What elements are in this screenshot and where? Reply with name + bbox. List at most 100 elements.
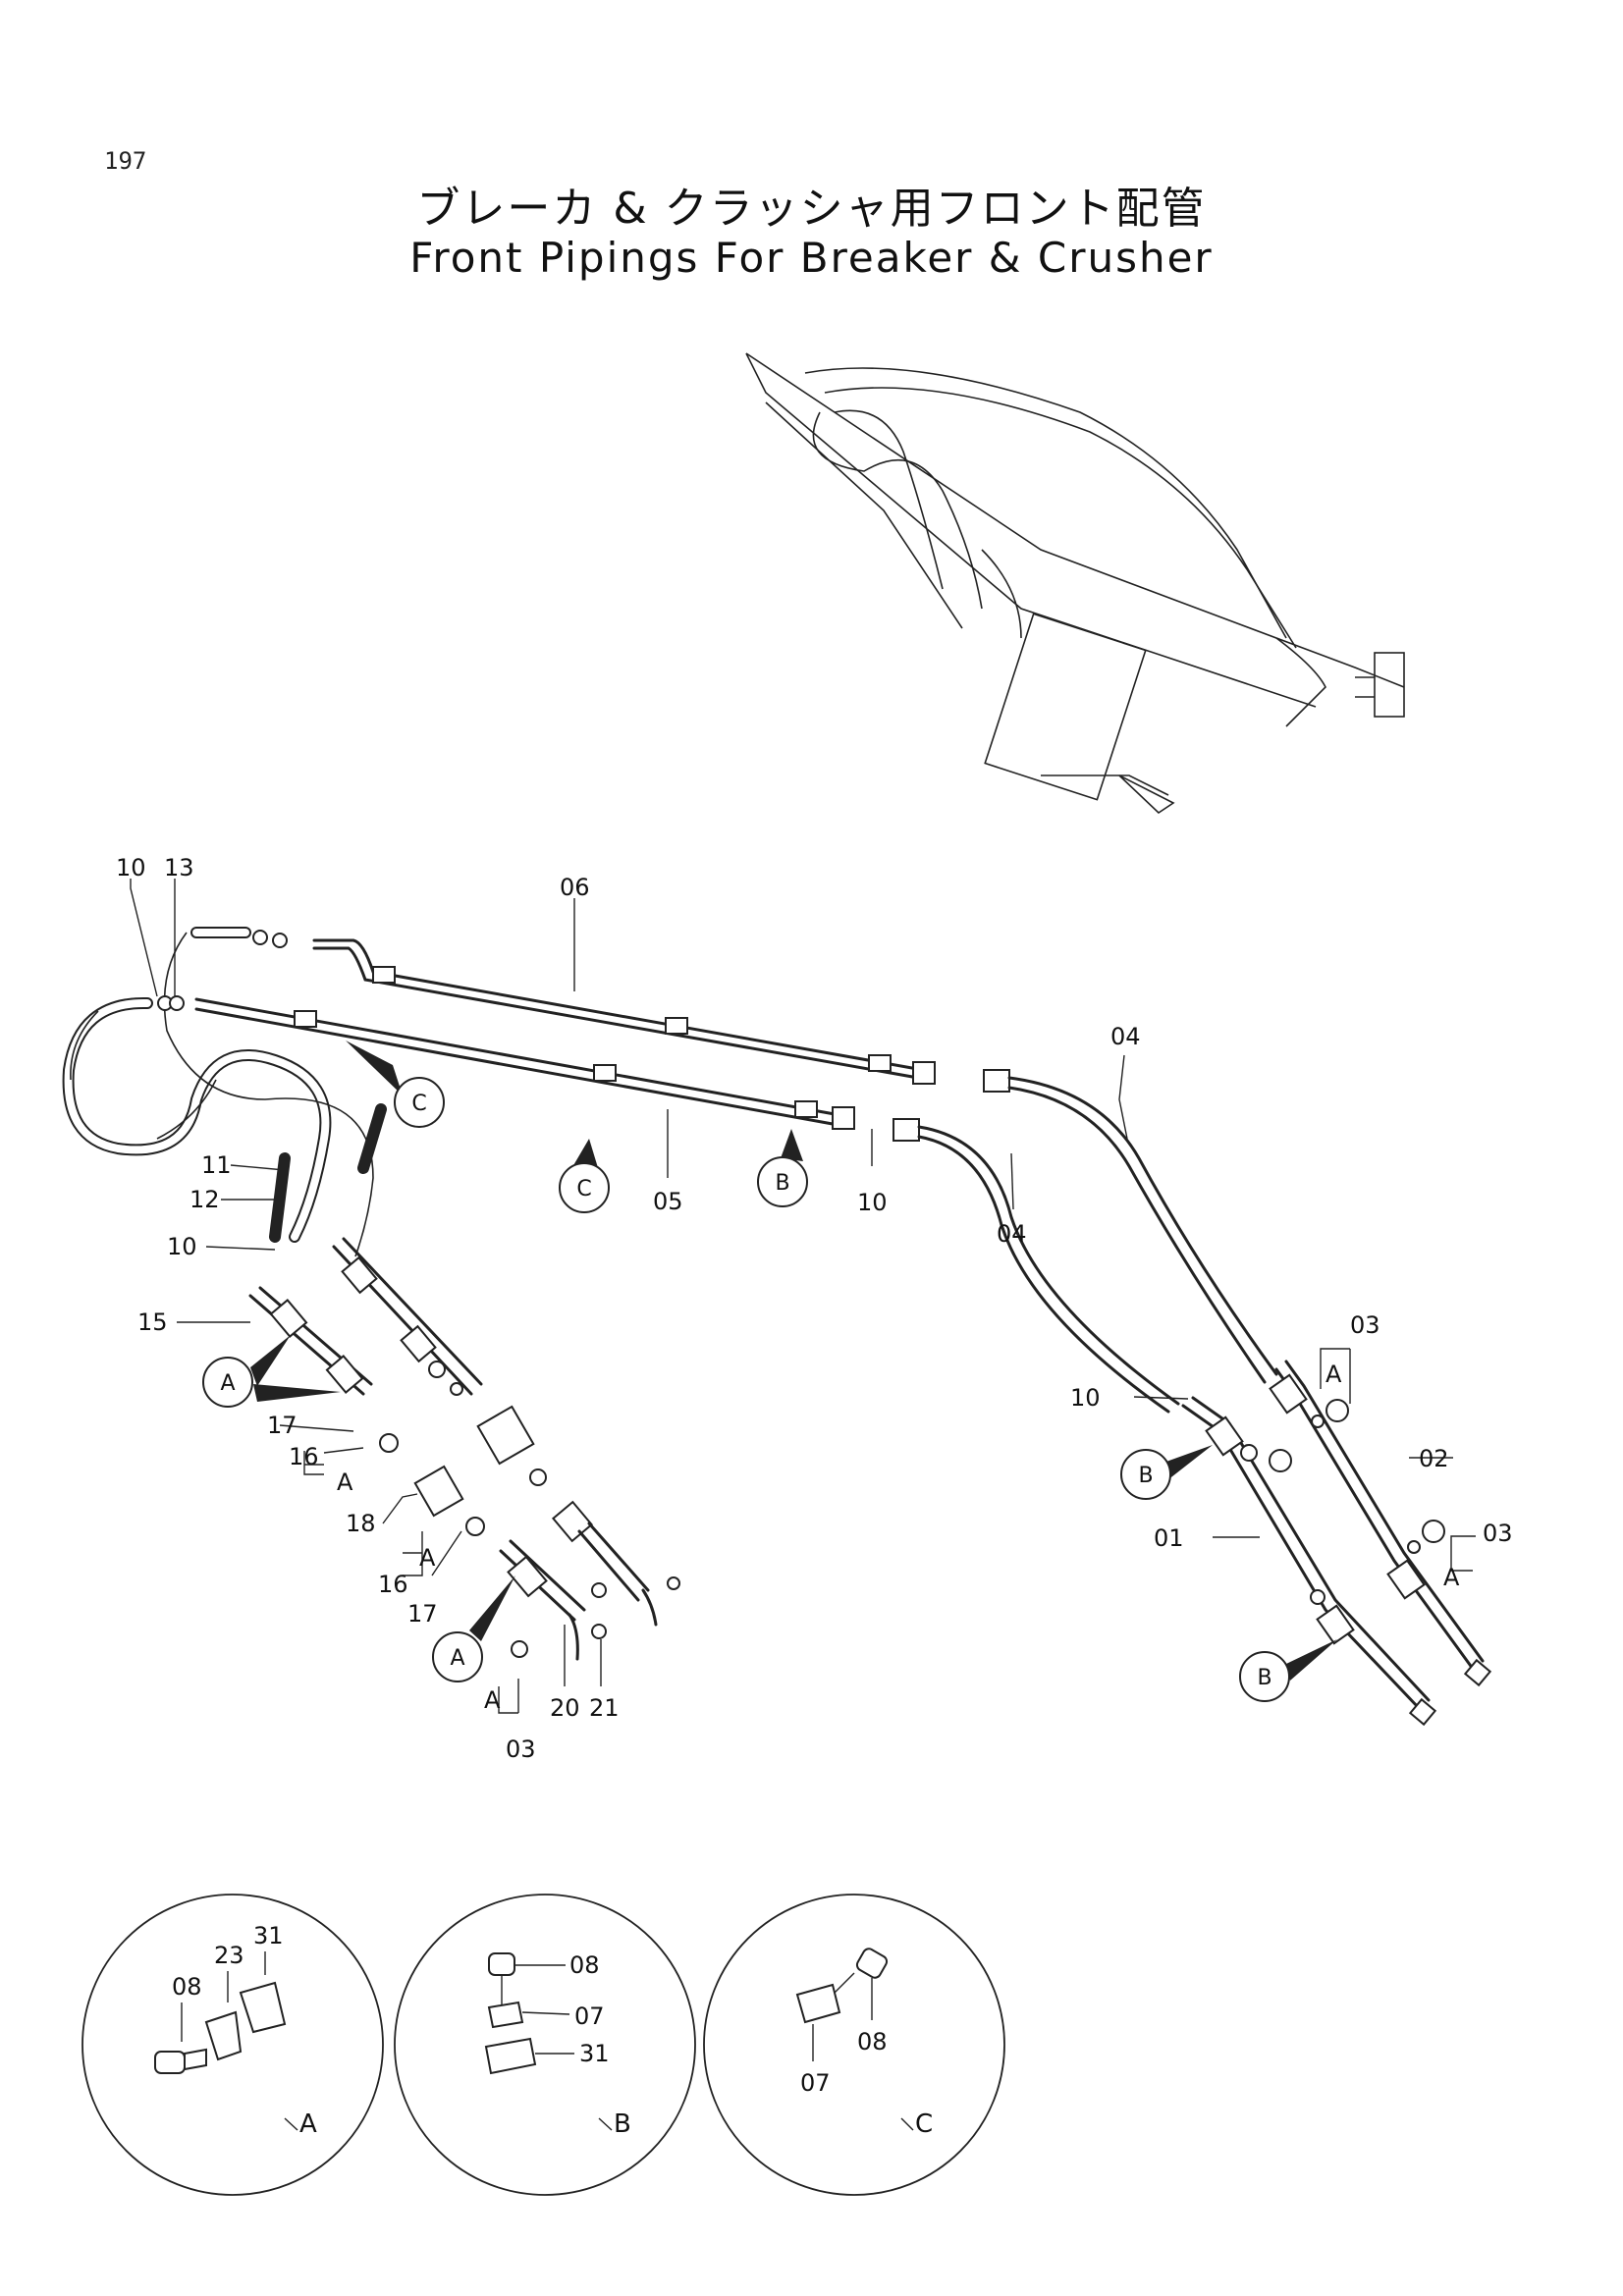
callout-16-upper: 16	[289, 1443, 319, 1470]
detail-b-bolt-08	[488, 1952, 515, 1976]
page-number: 197	[104, 147, 147, 175]
detail-b-clamp-31	[484, 2037, 537, 2075]
pipe-05-clamp-2	[593, 1064, 617, 1082]
callout-a-right: A	[1443, 1564, 1460, 1591]
callout-05: 05	[653, 1188, 683, 1215]
pointer-a1	[250, 1335, 291, 1386]
pipe-05-clamp-3	[794, 1100, 818, 1118]
detail-a-label-31: 31	[253, 1922, 284, 1949]
pointer-b3	[1286, 1639, 1337, 1681]
callout-06: 06	[560, 874, 590, 901]
callout-03-upper-right: 03	[1350, 1311, 1380, 1339]
pipe-06-clamp-2	[665, 1017, 688, 1035]
svg-text:B: B	[1138, 1464, 1153, 1488]
svg-text:B: B	[775, 1171, 789, 1196]
callout-15: 15	[137, 1308, 168, 1336]
pipe-01	[1181, 1396, 1437, 1727]
pointer-c1	[346, 1041, 403, 1095]
part-21-plug	[591, 1624, 607, 1639]
bubble-pointers	[250, 1041, 1337, 1681]
callout-bubble-b1: B	[757, 1156, 808, 1207]
detail-a-clamp-23	[204, 2010, 243, 2061]
detail-b-label-31: 31	[579, 2040, 610, 2067]
callout-02: 02	[1419, 1445, 1449, 1472]
hose-11-12	[62, 927, 387, 1257]
left-pipe-assembly	[248, 1237, 680, 1661]
excavator-front-overview	[745, 352, 1405, 815]
svg-text:C: C	[576, 1177, 591, 1201]
callout-01: 01	[1154, 1524, 1184, 1552]
callout-17-lower: 17	[407, 1600, 438, 1628]
o-ring-13	[169, 995, 185, 1011]
callout-11: 11	[201, 1151, 232, 1179]
callout-bubble-a1: A	[202, 1357, 253, 1408]
detail-a-clamp-31	[239, 1981, 287, 2034]
pointer-a1b	[253, 1384, 341, 1402]
detail-c-circle	[703, 1894, 1005, 2196]
pipe-06-clamp-1	[372, 966, 396, 984]
detail-c-label-07: 07	[800, 2069, 831, 2097]
pipe-05	[194, 997, 855, 1130]
pipe-05-fitting	[832, 1106, 855, 1130]
detail-a-circle	[81, 1894, 384, 2196]
title-japanese: ブレーカ & クラッシャ用フロント配管	[416, 184, 1207, 234]
detail-b-letter: B	[614, 2109, 631, 2139]
svg-text:A: A	[220, 1371, 235, 1396]
detail-view-a: A 08 23 31	[81, 1894, 384, 2196]
callout-10-top: 10	[116, 854, 146, 881]
callout-13: 13	[164, 854, 194, 881]
hose-04-upper	[983, 1069, 1278, 1384]
callout-03-lower: 03	[506, 1735, 536, 1763]
hose-04-lower	[893, 1118, 1180, 1414]
detail-view-b: B 08 07 31	[394, 1894, 696, 2196]
detail-c-label-08: 08	[857, 2028, 888, 2056]
svg-text:C: C	[411, 1092, 426, 1116]
detail-c-bolt-08	[855, 1948, 889, 1979]
pipe-06-clamp-3	[868, 1054, 892, 1072]
pipe-06	[312, 938, 936, 1085]
pointer-b2	[1163, 1445, 1213, 1480]
pipe-02	[1269, 1360, 1492, 1687]
title-english: Front Pipings For Breaker & Crusher	[409, 234, 1214, 282]
callout-bubble-c2: C	[559, 1162, 610, 1213]
callout-bubble-a2: A	[432, 1631, 483, 1682]
callout-12: 12	[189, 1186, 220, 1213]
pointer-b1	[781, 1129, 803, 1161]
part-20-elbow	[568, 1613, 579, 1661]
detail-b-clamp-07	[487, 2001, 524, 2029]
leader-lines	[130, 879, 1476, 1714]
detail-c-clamp-07	[795, 1983, 841, 2024]
detail-a-bolt-08	[154, 2051, 186, 2074]
callout-04-upper: 04	[1110, 1023, 1141, 1050]
callout-bubble-b2: B	[1120, 1449, 1171, 1500]
callout-16-lower: 16	[378, 1571, 408, 1598]
pipe-05-clamp-1	[294, 1010, 317, 1028]
callout-10-right: 10	[1070, 1384, 1101, 1412]
detail-c-letter: C	[915, 2109, 933, 2139]
detail-a-label-08: 08	[172, 1973, 202, 2001]
callout-04-lower: 04	[997, 1220, 1027, 1248]
callout-21: 21	[589, 1694, 620, 1722]
part-16-fitting	[379, 1433, 399, 1453]
callout-20: 20	[550, 1694, 580, 1722]
pointer-a2	[469, 1575, 515, 1641]
detail-a-letter: A	[299, 2109, 317, 2139]
callout-a-upper: A	[337, 1468, 353, 1496]
callout-10-left: 10	[167, 1233, 197, 1260]
detail-b-label-07: 07	[574, 2002, 605, 2030]
callout-17-upper: 17	[267, 1412, 298, 1439]
detail-b-label-08: 08	[569, 1951, 600, 1979]
callout-bubble-b3: B	[1239, 1651, 1290, 1702]
detail-a-label-23: 23	[214, 1942, 244, 1969]
callout-a-lower: A	[484, 1686, 501, 1714]
part-18-block-upper	[476, 1405, 535, 1466]
callout-a-middle: A	[419, 1544, 436, 1572]
callout-bubble-c1: C	[394, 1077, 445, 1128]
detail-b-circle	[394, 1894, 696, 2196]
callout-labels: 10 13 06 04 04 05 10 11 12 10 15 17 16 A…	[116, 854, 1513, 1763]
pipe-06-fitting	[912, 1061, 936, 1085]
callout-18: 18	[346, 1510, 376, 1537]
part-18-block	[413, 1465, 464, 1518]
detail-view-c: C 07 08	[703, 1894, 1005, 2196]
